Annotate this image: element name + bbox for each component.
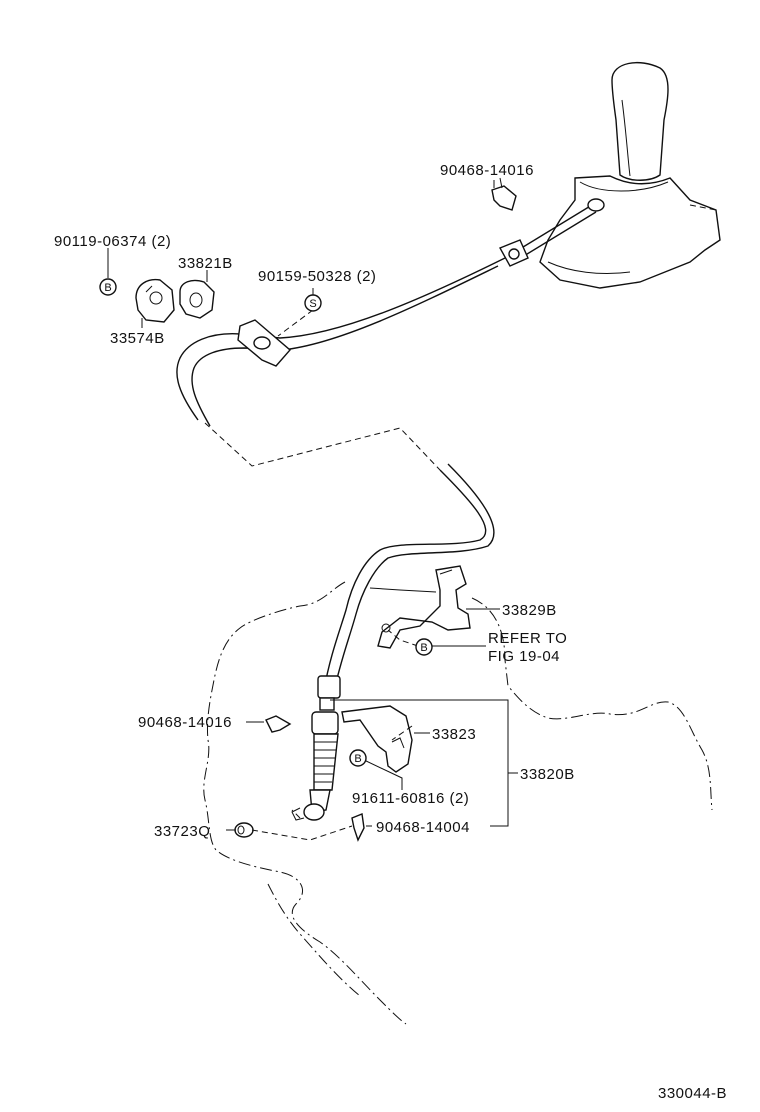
grommet-33821b	[179, 279, 215, 319]
clip-90468-14016-mid	[265, 715, 292, 733]
label-90468-14016-top: 90468-14016	[440, 162, 534, 179]
label-33723q: 33723Q	[154, 823, 210, 840]
callout-circle-b-lower: B	[349, 749, 367, 767]
label-33820b: 33820B	[520, 766, 575, 783]
svg-text:S: S	[309, 298, 316, 310]
label-91611-60816: 91611-60816 (2)	[352, 790, 469, 807]
callout-circle-b-refer: B	[415, 638, 433, 656]
upper-cable	[176, 257, 506, 427]
label-90159-50328: 90159-50328 (2)	[258, 268, 376, 285]
shift-lever-assembly	[499, 61, 721, 289]
clip-90468-14016-top	[491, 177, 517, 211]
label-90119-06374: 90119-06374 (2)	[54, 233, 171, 250]
transmission-outline-right	[471, 597, 713, 811]
cable-break-line	[204, 422, 441, 471]
callout-circle-s: S	[304, 294, 322, 312]
bracket-33574b	[135, 278, 175, 323]
transmission-outline	[203, 581, 407, 1025]
cable-end-assembly	[291, 675, 341, 821]
figure-code: 330044-B	[658, 1085, 727, 1102]
label-33821b: 33821B	[178, 255, 233, 272]
bushing-33723q	[234, 822, 254, 838]
svg-text:B: B	[354, 753, 361, 765]
bracket-33823	[341, 705, 413, 773]
bracket-33829b	[369, 565, 471, 649]
label-33574b: 33574B	[110, 330, 165, 347]
callout-circle-b-top: B	[99, 278, 117, 296]
label-fig-19-04: FIG 19-04	[488, 648, 560, 665]
label-33823: 33823	[432, 726, 476, 743]
label-refer-to: REFER TO	[488, 630, 567, 647]
clip-90468-14004	[351, 813, 365, 842]
transmission-outline-lower	[267, 883, 361, 997]
svg-text:B: B	[104, 282, 111, 294]
label-33829b: 33829B	[502, 602, 557, 619]
label-90468-14004: 90468-14004	[376, 819, 470, 836]
grommet-plate	[237, 319, 291, 367]
label-90468-14016-mid: 90468-14016	[138, 714, 232, 731]
leader-lines	[107, 180, 518, 841]
lower-cable	[323, 463, 495, 693]
svg-text:B: B	[420, 642, 427, 654]
